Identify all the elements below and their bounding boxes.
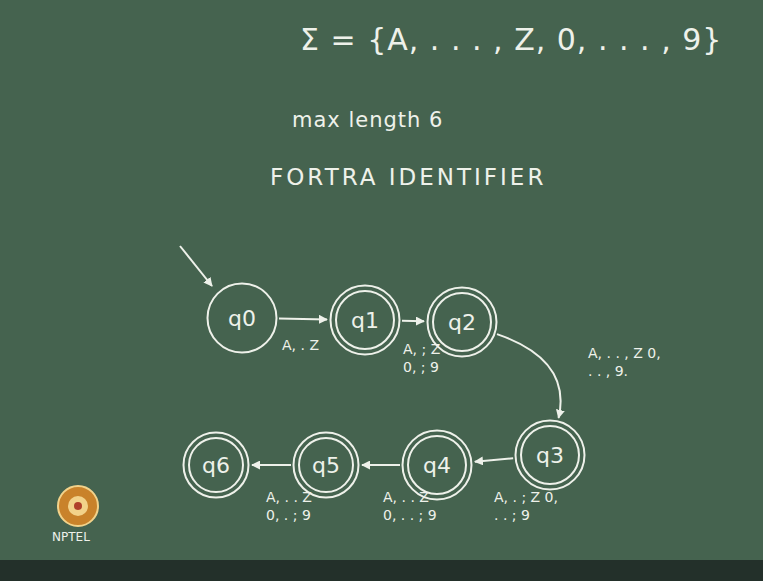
board-note: max length 6	[292, 108, 443, 132]
transition-label: A, . . Z 0, . ; 9	[266, 488, 322, 524]
accepting-state: q1	[329, 284, 401, 356]
transition-label: A, . ; Z 0, . . ; 9	[494, 488, 566, 524]
state-name: q6	[202, 453, 230, 478]
board-note: Σ = {A, . . . , Z, 0, . . . , 9}	[300, 22, 722, 57]
transition-label: A, . . , Z 0, . . , 9.	[588, 344, 668, 380]
transition-label: A, ; Z 0, ; 9	[403, 340, 448, 376]
nptel-logo	[58, 486, 98, 526]
state-name: q0	[228, 306, 256, 331]
accepting-state: q3	[514, 419, 586, 491]
transition-arrow	[279, 318, 327, 321]
logo-text: NPTEL	[52, 530, 90, 544]
state-name: q3	[536, 443, 564, 468]
state-name: q4	[423, 453, 451, 478]
transition-label: A, . . Z 0, . . ; 9	[383, 488, 445, 524]
board-ledge	[0, 560, 763, 581]
state-name: q1	[351, 308, 379, 333]
state-name: q5	[312, 453, 340, 478]
state-name: q2	[448, 310, 476, 335]
transition-label: A, . Z	[282, 336, 342, 354]
transition-arrow	[252, 464, 291, 466]
start-arrow	[180, 246, 212, 286]
accepting-state: q6	[182, 431, 250, 499]
transition-arrow	[402, 320, 424, 322]
accepting-state: q5	[292, 431, 360, 499]
transition-arrow	[475, 458, 513, 461]
transition-arrow	[362, 464, 400, 466]
transition-arrow	[497, 334, 561, 418]
board-note: FORTRA IDENTIFIER	[270, 164, 546, 190]
state-circle: q0	[206, 282, 278, 354]
